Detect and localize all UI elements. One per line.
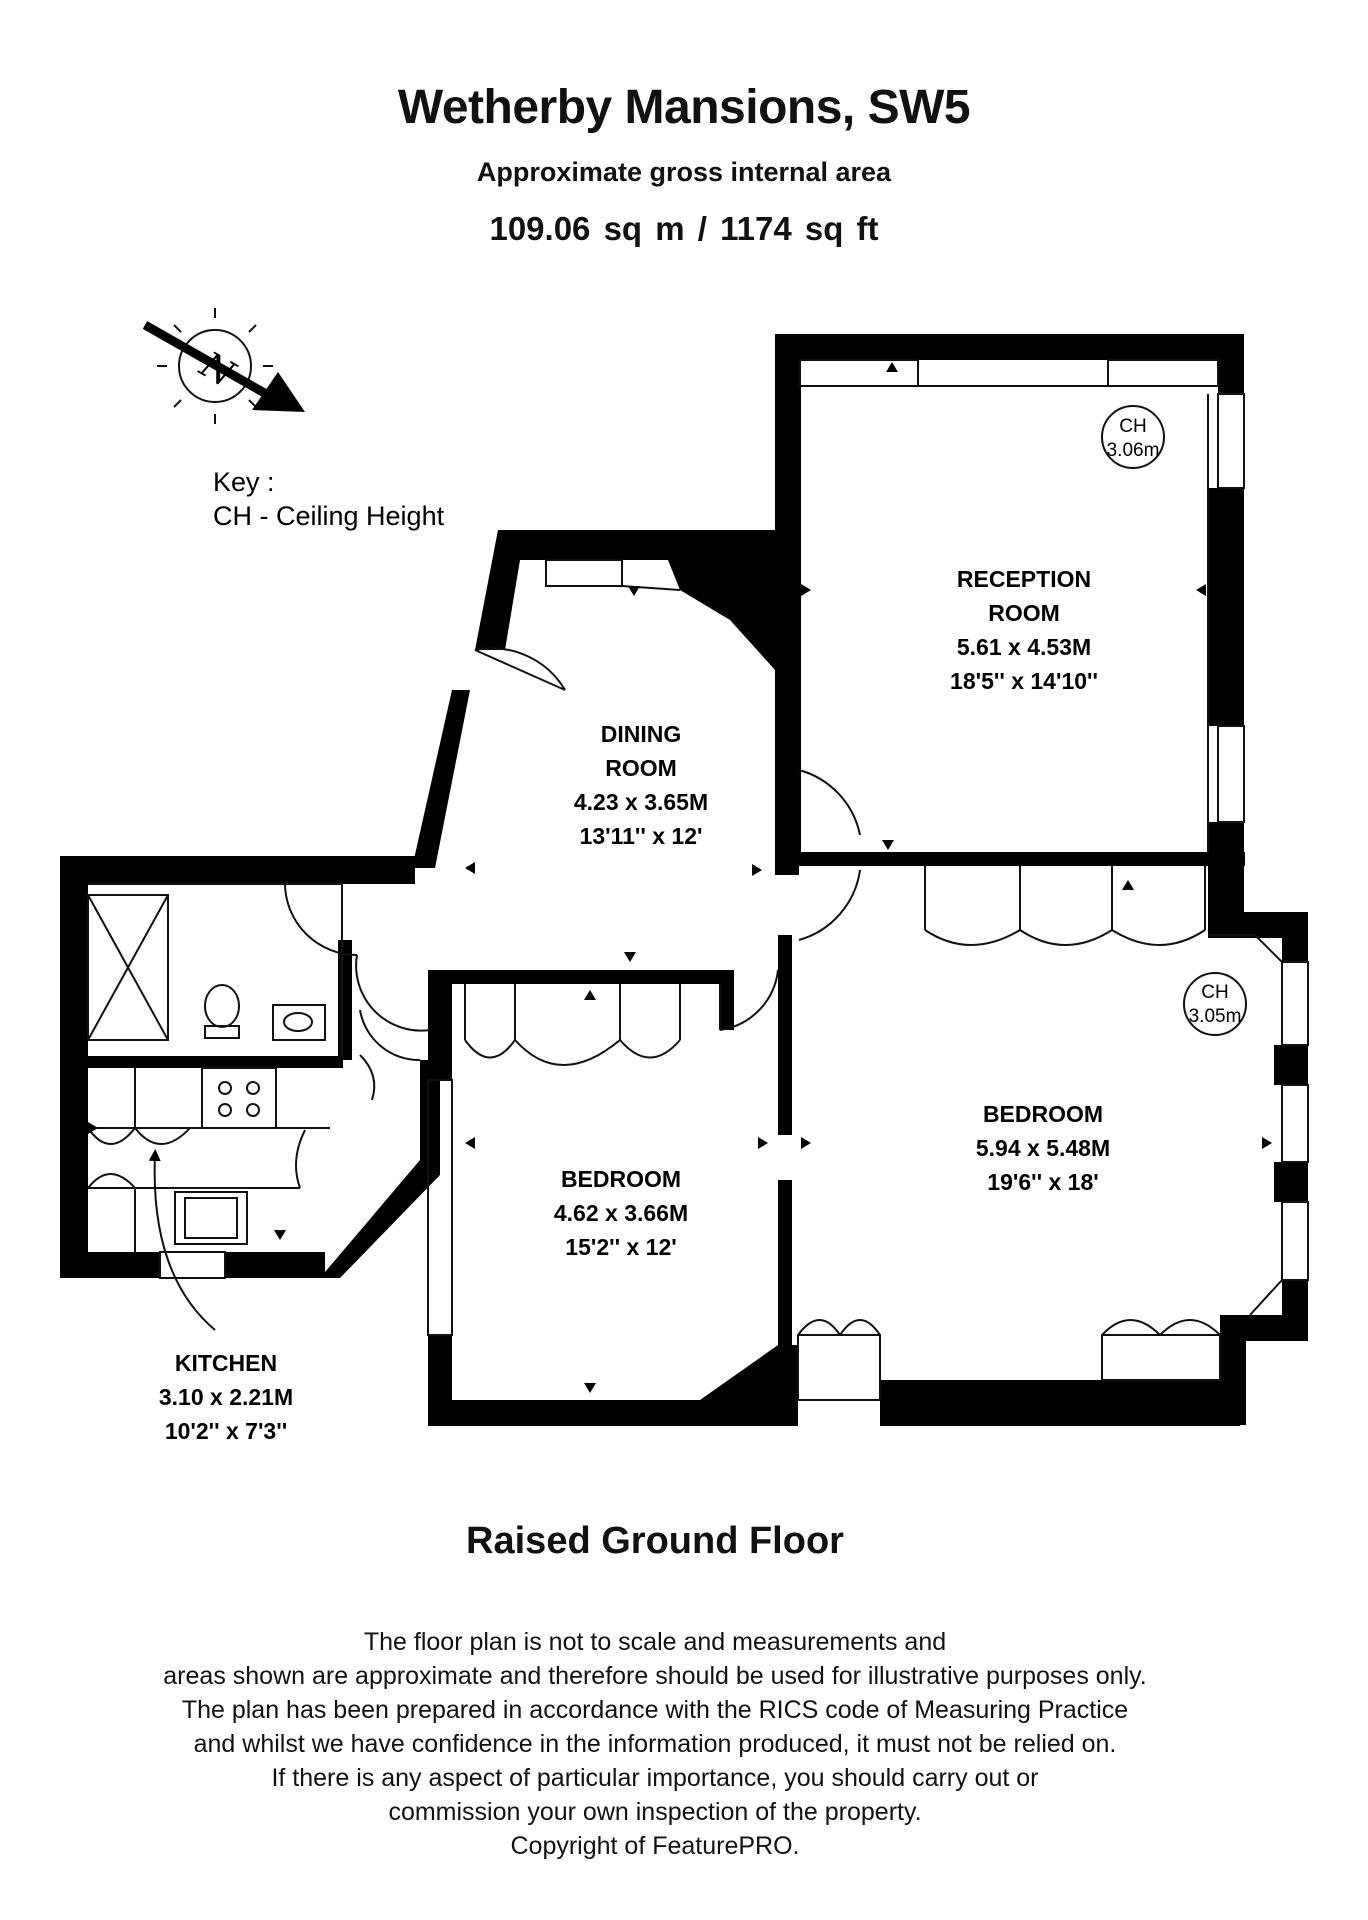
key-heading: Key : [213,467,275,497]
compass: N [142,308,305,424]
room-metric: 4.62 x 3.66M [554,1200,688,1226]
room-name: DINING [601,721,682,747]
room-name: BEDROOM [561,1166,681,1192]
room-name: ROOM [988,600,1060,626]
room-label-bedroom-main: BEDROOM 5.94 x 5.48M 19'6'' x 18' [976,1101,1110,1195]
room-imperial: 13'11'' x 12' [580,823,703,849]
floor-name: Raised Ground Floor [466,1520,844,1562]
key-item: CH - Ceiling Height [213,501,445,531]
ch-label: CH [1201,982,1228,1003]
header: Wetherby Mansions, SW5 Approximate gross… [0,80,1368,248]
disclaimer-line: and whilst we have confidence in the inf… [193,1730,1117,1758]
area-subtitle: Approximate gross internal area [476,157,892,187]
room-name: ROOM [605,755,677,781]
ch-value: 3.05m [1189,1006,1242,1027]
disclaimer-line: The floor plan is not to scale and measu… [363,1628,947,1656]
ch-badge-reception: CH 3.06m [1101,405,1165,469]
room-metric: 5.94 x 5.48M [976,1135,1110,1161]
copyright: Copyright of FeaturePRO. [510,1832,800,1860]
ch-value: 3.06m [1107,440,1160,461]
ch-badge-bedroom: CH 3.05m [1183,972,1247,1036]
room-label-bedroom-second: BEDROOM 4.62 x 3.66M 15'2'' x 12' [554,1166,688,1260]
disclaimer-line: The plan has been prepared in accordance… [181,1696,1129,1724]
room-imperial: 19'6'' x 18' [987,1169,1098,1195]
walls [60,334,1308,1426]
north-arrow-icon [142,321,271,399]
room-label-dining: DINING ROOM 4.23 x 3.65M 13'11'' x 12' [574,721,708,849]
page-title: Wetherby Mansions, SW5 [397,81,971,134]
disclaimer: The floor plan is not to scale and measu… [0,1625,1310,1863]
ch-label: CH [1119,416,1146,437]
room-imperial: 10'2'' x 7'3'' [165,1418,287,1444]
disclaimer-line: commission your own inspection of the pr… [388,1798,922,1826]
disclaimer-line: If there is any aspect of particular imp… [271,1764,1039,1792]
room-name: BEDROOM [983,1101,1103,1127]
room-imperial: 15'2'' x 12' [565,1234,676,1260]
room-imperial: 18'5'' x 14'10'' [950,668,1098,694]
room-metric: 5.61 x 4.53M [957,634,1091,660]
room-metric: 4.23 x 3.65M [574,789,708,815]
room-name: RECEPTION [957,566,1091,592]
room-name: KITCHEN [175,1350,277,1376]
disclaimer-line: areas shown are approximate and therefor… [163,1662,1147,1690]
room-label-kitchen: KITCHEN 3.10 x 2.21M 10'2'' x 7'3'' [159,1350,293,1444]
room-label-reception: RECEPTION ROOM 5.61 x 4.53M 18'5'' x 14'… [950,566,1098,694]
north-arrow-head-icon [252,372,305,412]
gross-area: 109.06 sq m / 1174 sq ft [489,210,879,247]
room-metric: 3.10 x 2.21M [159,1384,293,1410]
